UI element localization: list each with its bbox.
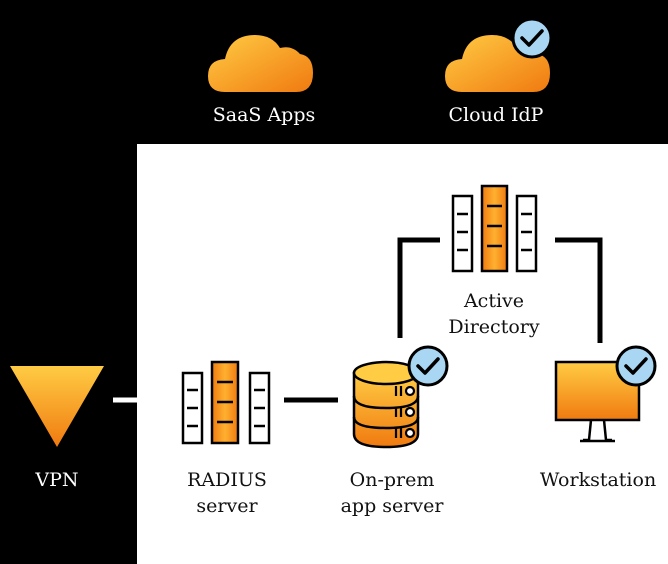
on-prem-app-server-label: On-prem app server: [341, 467, 444, 519]
on-prem-network-panel: [137, 144, 668, 564]
onprem-ad-link: [397, 237, 440, 338]
check-icon: [407, 345, 449, 387]
on-prem-app-server-label-line1: On-prem: [349, 469, 435, 491]
radius-server-label-line2: server: [196, 495, 258, 517]
saas-cloud-icon: [208, 35, 313, 92]
on-prem-database-icon: [352, 345, 449, 449]
vpn-funnel-icon: [10, 366, 104, 447]
saas-apps-label: SaaS Apps: [212, 104, 316, 126]
on-prem-app-server-label-line2: app server: [340, 495, 444, 517]
ad-workstation-link: [555, 237, 603, 343]
workstation-monitor-icon: [554, 345, 657, 443]
connectors: [113, 237, 603, 403]
radius-server-label-line1: RADIUS: [187, 469, 267, 491]
vpn-label: VPN: [35, 469, 79, 491]
cloud-idp-label: Cloud IdP: [448, 104, 544, 126]
active-directory-label: Active Directory: [448, 288, 539, 340]
cloud-idp-icon: [445, 17, 553, 92]
active-directory-rack-icon: [451, 184, 538, 273]
workstation-label: Workstation: [539, 469, 657, 491]
check-icon: [615, 345, 657, 387]
radius-server-label: RADIUS server: [187, 467, 267, 519]
active-directory-label-line2: Directory: [448, 316, 540, 338]
radius-rack-icon: [181, 360, 271, 445]
active-directory-label-line1: Active: [463, 290, 525, 312]
check-icon: [511, 17, 553, 59]
